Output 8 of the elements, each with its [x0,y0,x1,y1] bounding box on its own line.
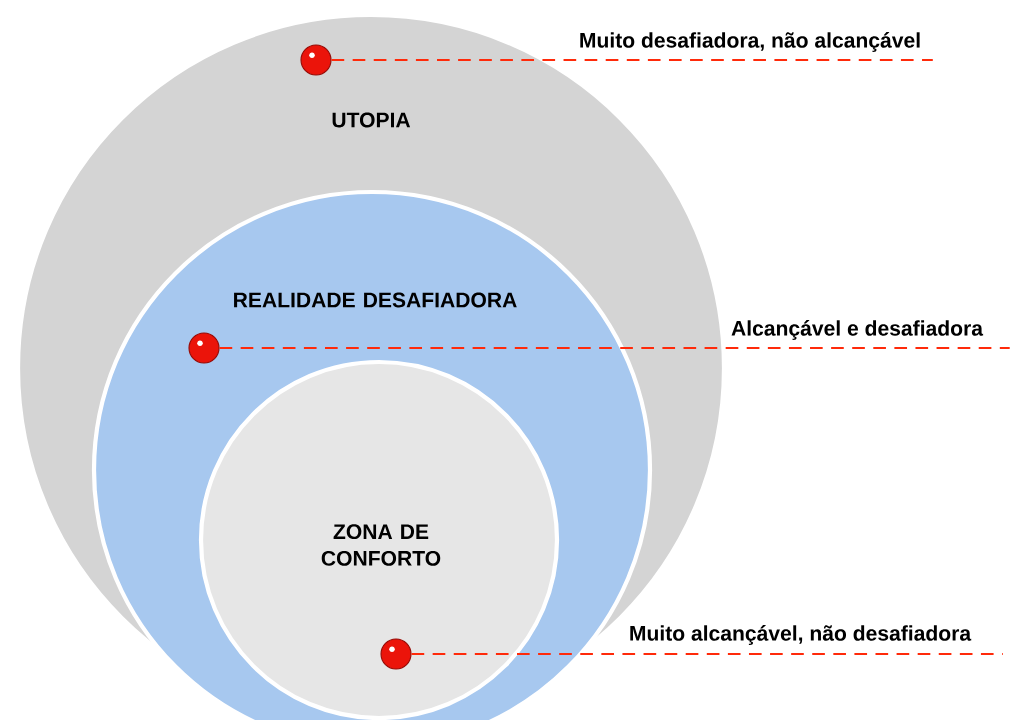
ball-marker [188,332,220,364]
dashed-line [218,347,1011,349]
circle-region: ZONA DE CONFORTO [198,359,560,720]
dashed-line [410,653,1004,655]
annotation-text: Alcançável e desafiadora [731,320,984,340]
ball-marker [300,44,332,76]
dashed-line [330,59,934,61]
ball-marker [380,638,412,670]
